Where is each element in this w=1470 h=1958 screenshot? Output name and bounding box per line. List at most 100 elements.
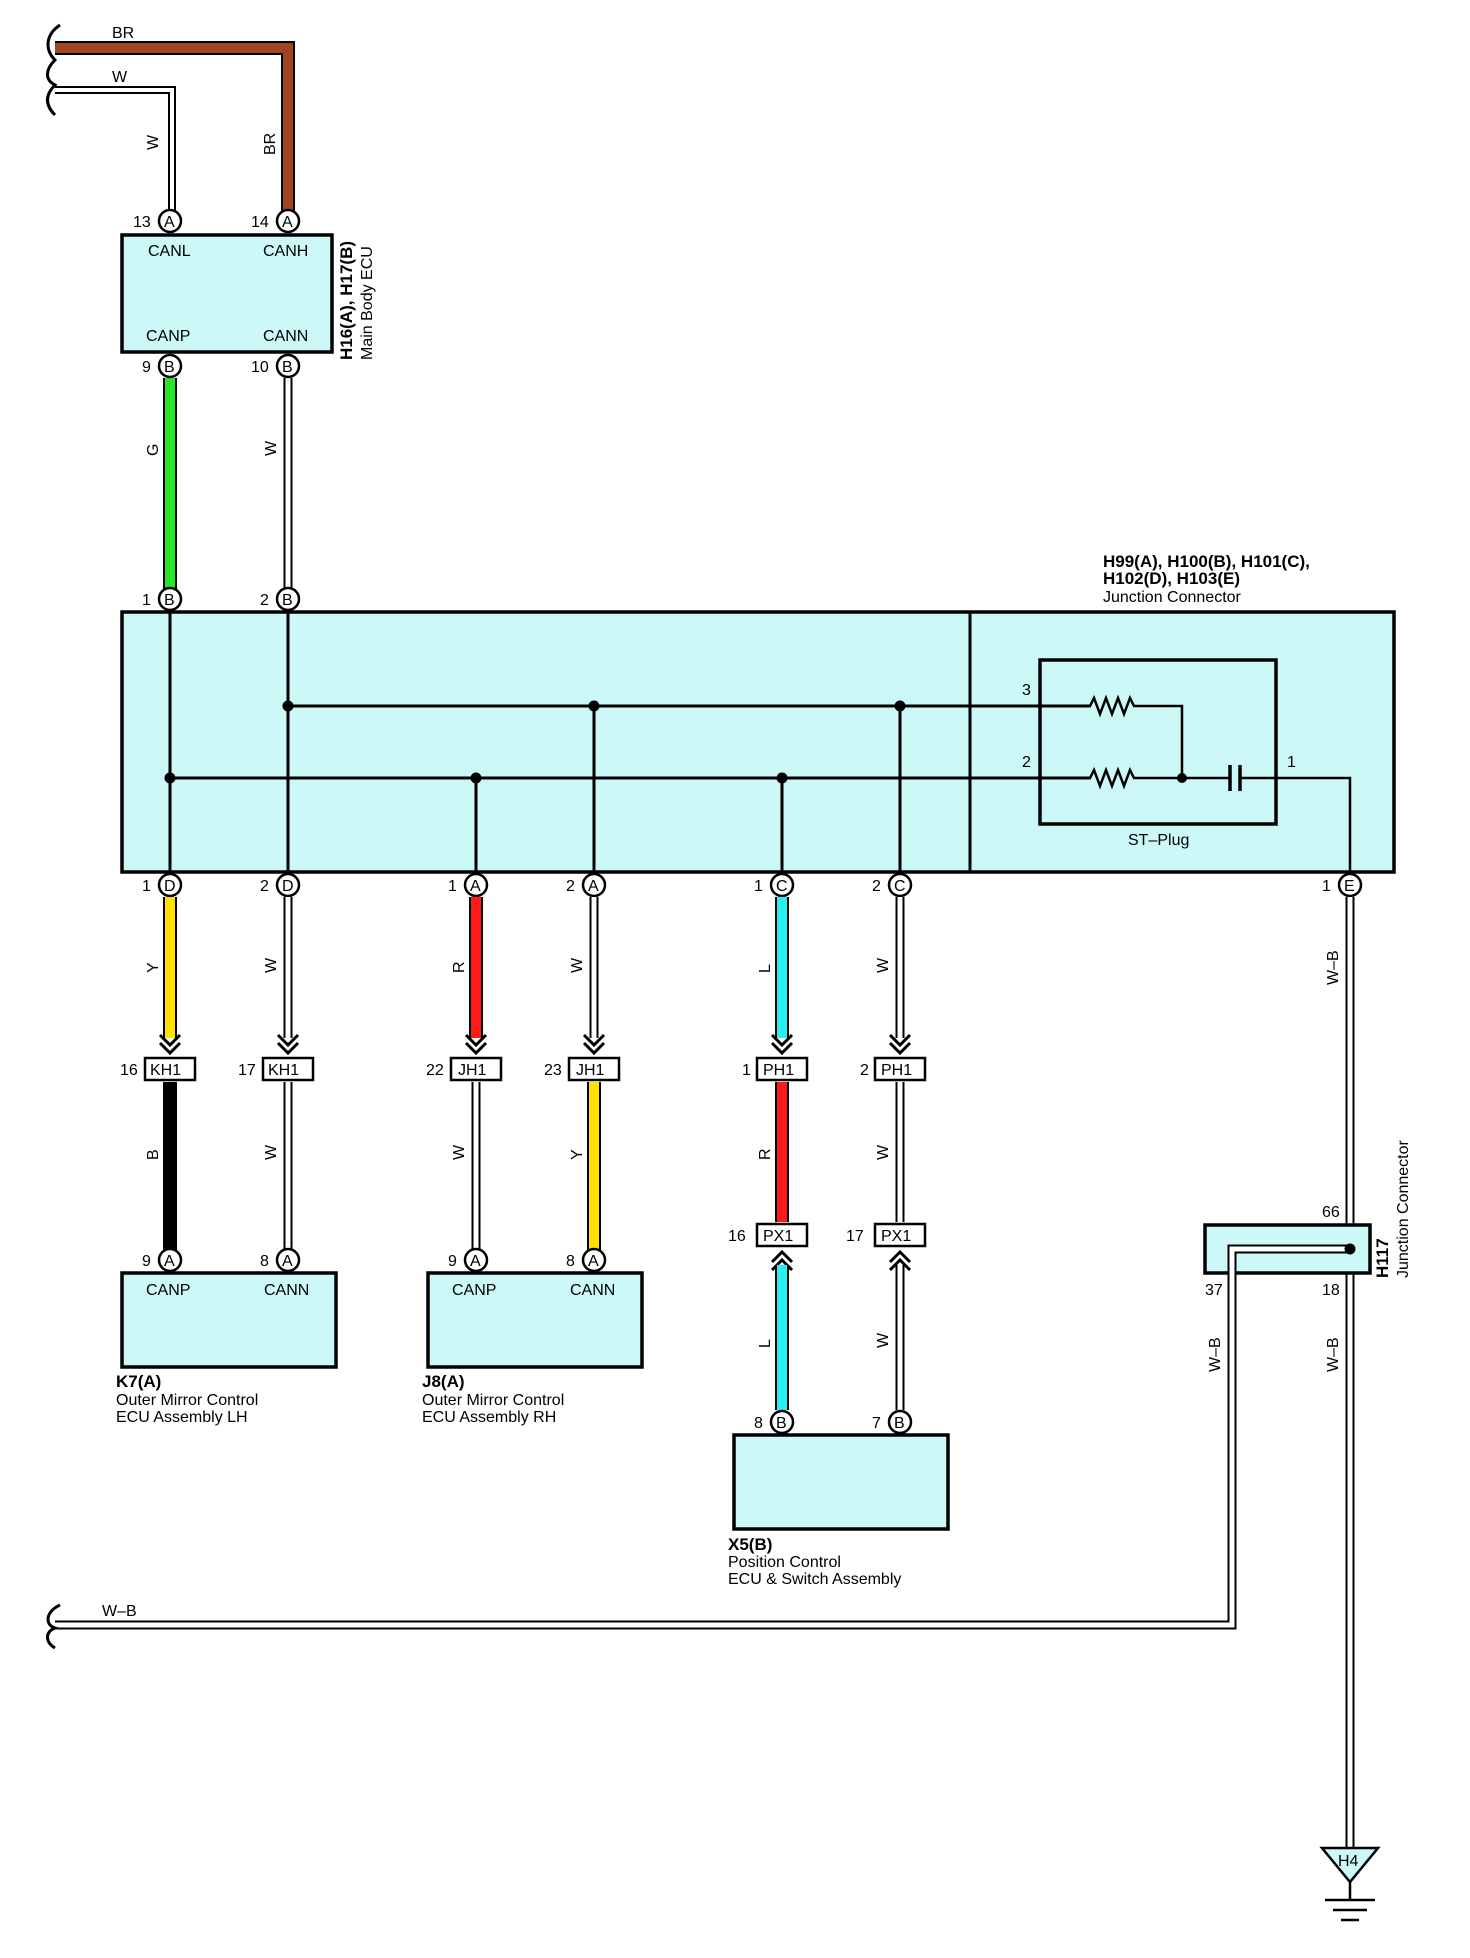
junction-nodes <box>164 700 906 784</box>
svg-text:17: 17 <box>238 1062 256 1079</box>
st-pin-3: 3 <box>1022 682 1031 699</box>
j8-box <box>426 1271 644 1369</box>
svg-text:B: B <box>282 359 293 376</box>
ground-label: H4 <box>1338 1853 1359 1870</box>
svg-text:9: 9 <box>448 1253 457 1270</box>
j8-cann: CANN <box>570 1282 615 1299</box>
j8-code: J8(A) <box>422 1372 465 1391</box>
x5-pins: B 8 B 7 <box>754 1409 913 1435</box>
st-pin-2: 2 <box>1022 754 1031 771</box>
wire-label-w-mid1: W <box>263 957 280 973</box>
wire-label-b: B <box>145 1149 162 1160</box>
wire-label-l-low: L <box>757 1339 774 1348</box>
svg-text:A: A <box>164 1253 175 1270</box>
break-symbol-bottom <box>46 1603 61 1650</box>
h117-name: Junction Connector <box>1395 1139 1412 1278</box>
svg-text:JH1: JH1 <box>458 1062 487 1079</box>
svg-text:1: 1 <box>742 1062 751 1079</box>
main-body-ecu-name: Main Body ECU <box>359 246 376 360</box>
svg-text:D: D <box>164 878 176 895</box>
wire-label-wb-h117-right: W–B <box>1325 1337 1342 1372</box>
wire-label-g: G <box>145 444 162 456</box>
st-pin-1: 1 <box>1287 754 1296 771</box>
svg-text:A: A <box>588 1253 599 1270</box>
junction-bottom-pins: D 1 D 2 A 1 A 2 C 1 C 2 E 1 <box>142 872 1363 898</box>
main-body-ecu-box <box>120 233 334 354</box>
pin-14-a: A 14 <box>251 208 301 234</box>
st-plug-node <box>1177 773 1187 783</box>
j8-canp: CANP <box>452 1282 496 1299</box>
pin-cann: CANN <box>263 328 308 345</box>
inline-connector-jh1-23: JH1 23 <box>544 1056 621 1082</box>
svg-text:A: A <box>470 878 481 895</box>
svg-text:KH1: KH1 <box>150 1062 181 1079</box>
wire-label-wb-h117-left: W–B <box>1207 1337 1224 1372</box>
wire-label-w-low1: W <box>263 1144 280 1160</box>
st-plug-box <box>1038 658 1278 826</box>
wire-label-w-vert: W <box>145 134 162 150</box>
svg-text:PX1: PX1 <box>881 1228 911 1245</box>
svg-text:8: 8 <box>566 1253 575 1270</box>
svg-text:8: 8 <box>260 1253 269 1270</box>
svg-text:22: 22 <box>426 1062 444 1079</box>
x5-wires <box>775 1265 905 1410</box>
svg-text:9: 9 <box>142 359 151 376</box>
k7-name-2: ECU Assembly LH <box>116 1409 248 1426</box>
wire-label-w: W <box>112 69 128 86</box>
st-plug-label: ST–Plug <box>1128 832 1189 849</box>
h117-node <box>1344 1243 1356 1255</box>
svg-text:A: A <box>282 1253 293 1270</box>
svg-text:16: 16 <box>728 1228 746 1245</box>
pin-9-b: B 9 <box>142 353 183 379</box>
svg-text:10: 10 <box>251 359 269 376</box>
k7-box <box>120 1271 338 1369</box>
svg-text:KH1: KH1 <box>268 1062 299 1079</box>
junction-connector-box <box>120 610 1396 874</box>
svg-text:B: B <box>776 1415 787 1432</box>
x5-name-2: ECU & Switch Assembly <box>728 1571 901 1588</box>
wire-label-r: R <box>451 961 468 973</box>
junction-internal-wiring <box>168 612 1090 872</box>
svg-text:14: 14 <box>251 214 269 231</box>
svg-text:A: A <box>470 1253 481 1270</box>
wire-label-y-low: Y <box>569 1149 586 1160</box>
k7-name-1: Outer Mirror Control <box>116 1392 258 1409</box>
wire-label-r-low: R <box>757 1148 774 1160</box>
svg-text:1: 1 <box>754 878 763 895</box>
svg-text:JH1: JH1 <box>576 1062 605 1079</box>
svg-text:B: B <box>282 592 293 609</box>
x5-box <box>732 1433 950 1531</box>
svg-text:D: D <box>282 878 294 895</box>
pin-10-b: B 10 <box>251 353 301 379</box>
k7-code: K7(A) <box>116 1372 161 1391</box>
svg-text:9: 9 <box>142 1253 151 1270</box>
inline-connector-px1-16: PX1 16 <box>728 1222 809 1248</box>
resistor-bottom <box>1040 765 1352 872</box>
svg-text:PH1: PH1 <box>763 1062 794 1079</box>
junction-pin-1-b: B 1 <box>142 586 183 612</box>
svg-text:16: 16 <box>120 1062 138 1079</box>
inline-connector-ph1-2: PH1 2 <box>860 1056 927 1082</box>
wire-label-br: BR <box>112 25 134 42</box>
k7-pins: A 9 A 8 <box>142 1247 301 1273</box>
junction-code-1: H99(A), H100(B), H101(C), <box>1103 552 1310 571</box>
wire-label-w-low3: W <box>875 1144 892 1160</box>
wire-w-top <box>55 86 176 220</box>
mid-wires <box>163 897 905 1038</box>
pin-canl: CANL <box>148 243 191 260</box>
resistor-top <box>1040 694 1184 778</box>
junction-pin-2-b: B 2 <box>260 586 301 612</box>
svg-text:1: 1 <box>142 878 151 895</box>
break-symbols <box>46 23 61 117</box>
h117-pin-66: 66 <box>1322 1204 1340 1221</box>
main-body-ecu-code: H16(A), H17(B) <box>337 241 356 360</box>
k7-canp: CANP <box>146 1282 190 1299</box>
svg-text:1: 1 <box>142 592 151 609</box>
svg-text:C: C <box>776 878 788 895</box>
svg-text:1: 1 <box>1322 878 1331 895</box>
connector-arrows-up <box>770 1249 912 1272</box>
inline-connector-kh1-17: KH1 17 <box>238 1056 315 1082</box>
svg-text:17: 17 <box>846 1228 864 1245</box>
pin-13-a: A 13 <box>133 208 183 234</box>
svg-text:B: B <box>894 1415 905 1432</box>
